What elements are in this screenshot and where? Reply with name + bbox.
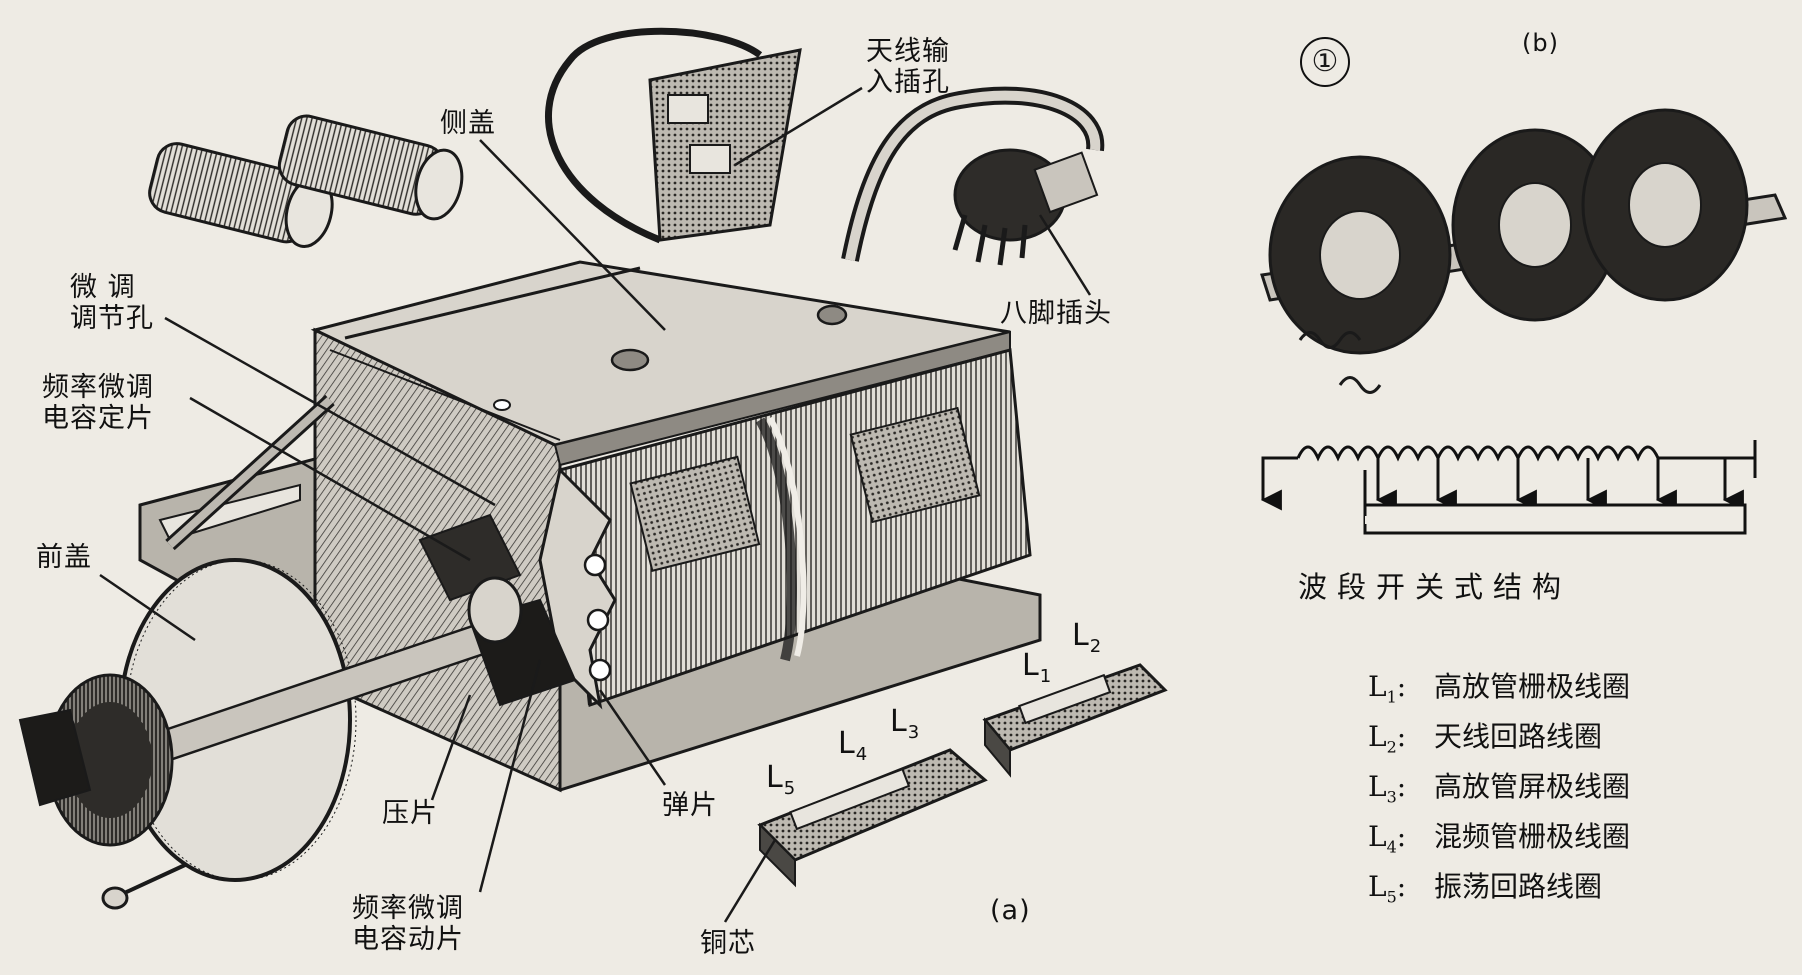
- figure-number: ①: [1300, 37, 1350, 87]
- legend-row: L1:高放管栅极线圈: [1368, 665, 1630, 707]
- panel-b-caption: 波段开关式结构: [1298, 570, 1572, 604]
- coil-symbol-letter: L: [1022, 648, 1040, 683]
- legend-symbol-letter: L: [1368, 870, 1387, 903]
- coil-symbol-sub: 3: [907, 722, 921, 743]
- label-fine-cap-stator: 频率微调 电容定片: [42, 372, 154, 434]
- switch-wafer: [1581, 108, 1749, 302]
- label-antenna-socket: 天线输 入插孔: [866, 36, 950, 98]
- panel-b-label: (b): [1522, 29, 1559, 57]
- legend-symbol: L1:: [1368, 670, 1434, 707]
- tapped-coil-schematic: [1260, 440, 1757, 535]
- legend-symbol-sep: :: [1396, 770, 1407, 803]
- label-fine-tune-hole-line2: 调节孔: [70, 303, 154, 334]
- legend-symbol-sep: :: [1396, 870, 1407, 903]
- label-fine-tune-hole-line1: 微 调: [70, 272, 136, 303]
- label-coil-l1: L1: [1022, 650, 1052, 692]
- legend-text: 天线回路线圈: [1434, 720, 1603, 753]
- legend-symbol-letter: L: [1368, 720, 1387, 753]
- coil-symbol-letter: L: [1072, 618, 1090, 653]
- legend-symbol-sub: 1: [1386, 687, 1397, 707]
- label-fine-cap-rotor-line2: 电容动片: [352, 924, 464, 955]
- switch-wafer: [1268, 155, 1452, 355]
- label-fine-tune-hole: 微 调 调节孔: [70, 272, 154, 334]
- label-antenna-socket-line2: 入插孔: [866, 67, 950, 98]
- label-front-cover: 前盖: [36, 542, 92, 573]
- panel-a-label: (a): [990, 895, 1031, 926]
- tuner-assembly: [18, 260, 1042, 910]
- leader-lines: [99, 86, 1092, 923]
- legend-symbol-sep: :: [1396, 820, 1407, 853]
- wave-band-switch: [1260, 108, 1788, 394]
- label-side-cover: 侧盖: [440, 108, 496, 139]
- coil-symbol-letter: L: [890, 704, 908, 739]
- legend-symbol-letter: L: [1368, 820, 1387, 853]
- legend-symbol: L4:: [1368, 820, 1434, 857]
- legend-row: L4:混频管栅极线圈: [1368, 815, 1630, 857]
- label-coil-l5: L5: [766, 762, 796, 804]
- legend-symbol-sub: 3: [1386, 787, 1397, 807]
- coil-block-l1-l2: [982, 663, 1168, 778]
- coil-block-l3-l5: [757, 748, 988, 888]
- legend-symbol-sub: 4: [1386, 837, 1397, 857]
- legend-text: 混频管栅极线圈: [1434, 820, 1631, 853]
- legend-symbol-letter: L: [1368, 770, 1387, 803]
- legend-symbol-sep: :: [1396, 720, 1407, 753]
- label-copper-core: 铜芯: [700, 928, 756, 959]
- legend-symbol-letter: L: [1368, 670, 1387, 703]
- legend-symbol: L5:: [1368, 870, 1434, 907]
- legend-symbol-sub: 2: [1386, 737, 1397, 757]
- label-antenna-socket-line1: 天线输: [866, 36, 950, 67]
- coil-symbol-letter: L: [838, 726, 856, 761]
- eight-pin-plug: [841, 86, 1105, 266]
- legend-text: 高放管栅极线圈: [1434, 670, 1631, 703]
- coil-symbol-sub: 1: [1039, 666, 1053, 687]
- legend-symbol-sub: 5: [1386, 887, 1397, 907]
- label-coil-l3: L3: [890, 706, 920, 748]
- label-fine-cap-stator-line1: 频率微调: [42, 372, 154, 403]
- label-coil-l2: L2: [1072, 620, 1102, 662]
- legend-symbol: L3:: [1368, 770, 1434, 807]
- label-pressure-plate: 压片: [382, 798, 438, 829]
- coil-symbol-letter: L: [766, 760, 784, 795]
- label-spring-contact: 弹片: [662, 790, 718, 821]
- legend-symbol-sep: :: [1396, 670, 1407, 703]
- label-fine-cap-stator-line2: 电容定片: [42, 403, 154, 434]
- legend-text: 高放管屏极线圈: [1434, 770, 1631, 803]
- label-fine-cap-rotor-line1: 频率微调: [352, 893, 464, 924]
- legend-row: L5:振荡回路线圈: [1368, 865, 1602, 907]
- switch-wafer: [1451, 128, 1619, 322]
- coil-symbol-sub: 5: [783, 778, 797, 799]
- spare-coil-tubes: [148, 114, 464, 248]
- label-coil-l4: L4: [838, 728, 868, 770]
- coil-symbol-sub: 4: [855, 744, 869, 765]
- label-fine-cap-rotor: 频率微调 电容动片: [352, 893, 464, 955]
- legend-symbol: L2:: [1368, 720, 1434, 757]
- legend-row: L2:天线回路线圈: [1368, 715, 1602, 757]
- antenna-input-board: [544, 27, 802, 244]
- legend-row: L3:高放管屏极线圈: [1368, 765, 1630, 807]
- legend-text: 振荡回路线圈: [1434, 870, 1603, 903]
- label-eight-pin-plug: 八脚插头: [1000, 298, 1112, 329]
- coil-symbol-sub: 2: [1089, 636, 1103, 657]
